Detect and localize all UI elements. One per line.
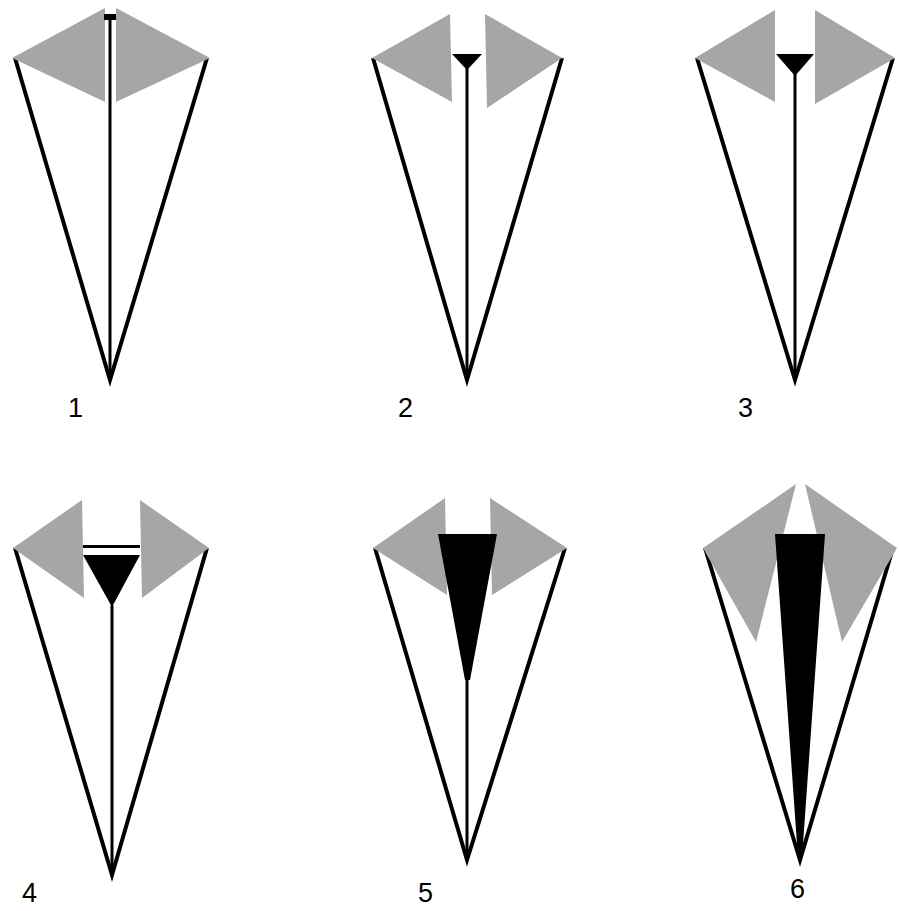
collar-flap bbox=[116, 8, 210, 102]
callout-number: 5 bbox=[418, 880, 433, 907]
collar-flap bbox=[490, 498, 567, 595]
placket-line bbox=[794, 72, 797, 380]
tie-blade bbox=[438, 534, 497, 680]
tie-knot bbox=[452, 54, 482, 70]
shirt-outline bbox=[697, 58, 893, 380]
tie-blade bbox=[775, 534, 825, 858]
placket-line bbox=[466, 678, 469, 860]
callout-number: 2 bbox=[398, 395, 413, 422]
collar-flap bbox=[373, 498, 447, 595]
collar-flap bbox=[140, 500, 209, 598]
callout-number: 1 bbox=[68, 395, 83, 422]
callout-number: 3 bbox=[738, 395, 753, 422]
shirt-outline bbox=[373, 58, 562, 380]
collar-flap bbox=[485, 14, 562, 108]
tie-knot bbox=[83, 555, 140, 607]
collar-flap bbox=[815, 10, 895, 104]
tie-knot bbox=[104, 14, 116, 20]
tie-knot bbox=[776, 54, 814, 76]
callout-number: 4 bbox=[22, 880, 37, 907]
placket-line bbox=[466, 68, 469, 380]
placket-line bbox=[109, 18, 112, 380]
shirt-outline bbox=[15, 548, 207, 875]
collar-flap bbox=[12, 8, 105, 102]
collar-flap bbox=[13, 500, 84, 598]
tie-bar bbox=[83, 545, 140, 548]
collar-flap bbox=[372, 14, 452, 102]
collar-flap bbox=[695, 10, 775, 102]
callout-number: 6 bbox=[790, 876, 805, 903]
placket-line bbox=[111, 605, 114, 875]
